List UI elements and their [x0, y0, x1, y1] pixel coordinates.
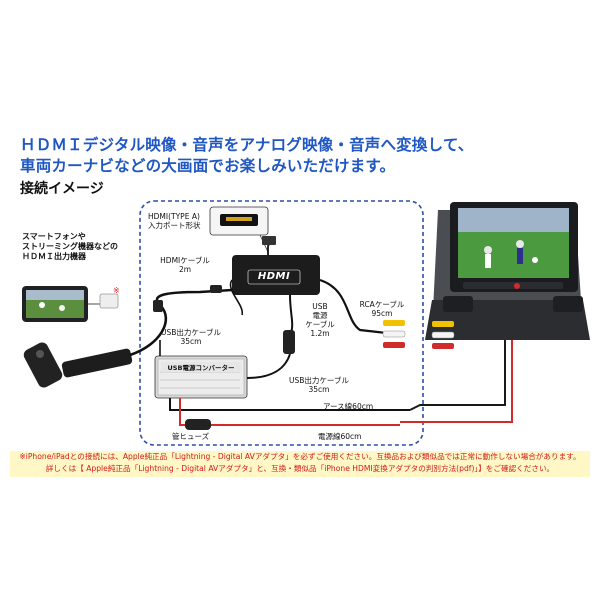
streaming-remote: [22, 340, 65, 389]
hdmi-port-label: HDMI(TYPE A) 入力ポート形状: [148, 212, 201, 230]
av-adapter: [100, 294, 118, 308]
usb-output-cable-left-label: USB出力ケーブル 35cm: [160, 328, 222, 346]
notice-line-1: ※iPhone/iPadとの接続には、Apple純正品「Lightning - …: [10, 451, 590, 463]
source-devices-line-2: ストリーミング機器などの: [22, 242, 118, 252]
usb-power-line-1: USB: [300, 302, 340, 311]
notice-line-2[interactable]: 詳しくは【 Apple純正品「Lightning - Digital AVアダプ…: [10, 463, 590, 475]
streaming-stick: [61, 348, 133, 378]
car-dashboard: [425, 202, 590, 340]
usb-power-line-4: 1.2m: [300, 329, 340, 338]
power-wire-label: 電源線60cm: [318, 432, 361, 441]
rca-plugs-car: [432, 321, 454, 349]
hdmi-cable-label: HDMIケーブル 2m: [158, 256, 212, 274]
ground-wire-label: アース線60cm: [323, 402, 373, 411]
usb-power-line-2: 電源: [300, 311, 340, 320]
hdmi-port-line-1: HDMI(TYPE A): [148, 212, 201, 221]
source-devices-line-3: ＨＤＭＩ出力機器: [22, 252, 118, 262]
fuse-label: 管ヒューズ: [172, 432, 209, 441]
dashed-boundary: [140, 201, 423, 445]
hdmi-logo: HDMI: [250, 271, 298, 282]
usb-power-cable-label: USB 電源 ケーブル 1.2m: [300, 302, 340, 338]
notice-box: ※iPhone/iPadとの接続には、Apple純正品「Lightning - …: [10, 451, 590, 477]
usb-output-mid-line-1: USB出力ケーブル: [288, 376, 350, 385]
usb-output-left-line-1: USB出力ケーブル: [160, 328, 222, 337]
source-devices-line-1: スマートフォンや: [22, 232, 118, 242]
fuse-holder: [185, 419, 211, 430]
usb-output-mid-line-2: 35cm: [288, 385, 350, 394]
rca-plugs-box: [383, 320, 405, 348]
rca-cable-label: RCAケーブル 95cm: [352, 300, 412, 318]
rca-cable-line-2: 95cm: [352, 309, 412, 318]
usb-power-line-3: ケーブル: [300, 320, 340, 329]
svg-text:※: ※: [113, 286, 120, 295]
usb-output-left-line-2: 35cm: [160, 337, 222, 346]
hdmi-cable-line-2: 2m: [158, 265, 212, 274]
hdmi-port-line-2: 入力ポート形状: [148, 221, 201, 230]
converter-title: USB電源コンバーター: [161, 362, 241, 372]
usb-output-cable-mid-label: USB出力ケーブル 35cm: [288, 376, 350, 394]
hdmi-cable-line-1: HDMIケーブル: [158, 256, 212, 265]
source-devices-label: スマートフォンや ストリーミング機器などの ＨＤＭＩ出力機器: [22, 232, 118, 262]
rca-cable-line-1: RCAケーブル: [352, 300, 412, 309]
smartphone: [22, 286, 88, 322]
